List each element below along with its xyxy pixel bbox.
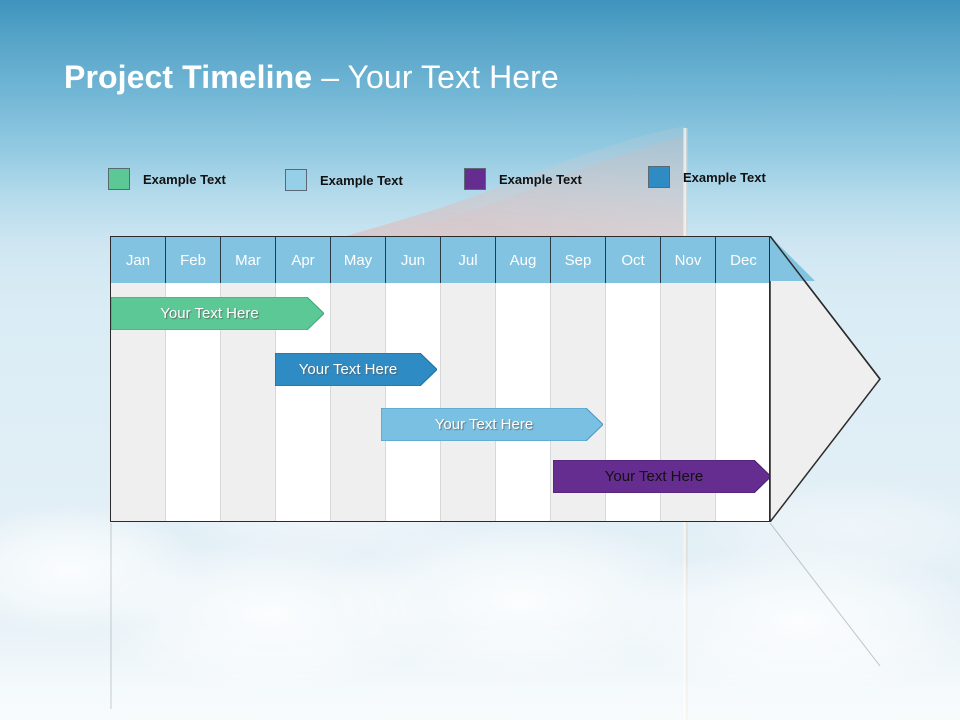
legend-item-2[interactable]: Example Text <box>285 169 403 191</box>
legend-swatch-icon <box>108 168 130 190</box>
timeline-bar-shape <box>275 353 437 386</box>
timeline-column-aug <box>496 237 551 521</box>
month-header-feb[interactable]: Feb <box>166 237 221 283</box>
legend-item-1[interactable]: Example Text <box>108 168 226 190</box>
month-header-mar[interactable]: Mar <box>221 237 276 283</box>
timeline-bar-label: Your Text Here <box>160 305 259 322</box>
legend-swatch-icon <box>285 169 307 191</box>
month-header-jul[interactable]: Jul <box>441 237 496 283</box>
legend-item-label: Example Text <box>320 172 403 188</box>
page-title: Project Timeline – Your Text Here <box>64 59 559 96</box>
timeline-bar-1[interactable]: Your Text Here <box>111 297 324 330</box>
page-title-strong: Project Timeline <box>64 59 313 95</box>
legend-item-label: Example Text <box>683 169 766 185</box>
timeline-bar-4[interactable]: Your Text Here <box>553 460 769 493</box>
month-header-may[interactable]: May <box>331 237 386 283</box>
month-header-nov[interactable]: Nov <box>661 237 716 283</box>
month-header-dec[interactable]: Dec <box>716 237 769 283</box>
timeline-column-feb <box>166 237 221 521</box>
timeline-bar-label: Your Text Here <box>434 416 534 433</box>
legend-swatch-icon <box>464 168 486 190</box>
month-header-oct[interactable]: Oct <box>606 237 661 283</box>
legend-item-label: Example Text <box>143 171 226 187</box>
timeline-arrow-head <box>770 236 881 522</box>
month-header-jun[interactable]: Jun <box>386 237 441 283</box>
timeline-bar-3[interactable]: Your Text Here <box>381 408 603 441</box>
month-header-jan[interactable]: Jan <box>111 237 166 283</box>
timeline-bar-shape <box>381 408 603 441</box>
timeline-bar-shape <box>111 297 324 330</box>
month-header-apr[interactable]: Apr <box>276 237 331 283</box>
timeline-column-mar <box>221 237 276 521</box>
month-header-sep[interactable]: Sep <box>551 237 606 283</box>
legend-swatch-icon <box>648 166 670 188</box>
timeline-column-jul <box>441 237 496 521</box>
legend-item-4[interactable]: Example Text <box>648 166 766 188</box>
month-header-aug[interactable]: Aug <box>496 237 551 283</box>
page-title-light: – Your Text Here <box>312 59 559 95</box>
timeline-bar-label: Your Text Here <box>298 361 398 378</box>
timeline-bar-2[interactable]: Your Text Here <box>275 353 437 386</box>
timeline-bar-shape <box>553 460 769 493</box>
legend-item-label: Example Text <box>499 171 582 187</box>
timeline-bar-label: Your Text Here <box>604 468 704 485</box>
legend-item-3[interactable]: Example Text <box>464 168 582 190</box>
timeline-column-jan <box>111 237 166 521</box>
